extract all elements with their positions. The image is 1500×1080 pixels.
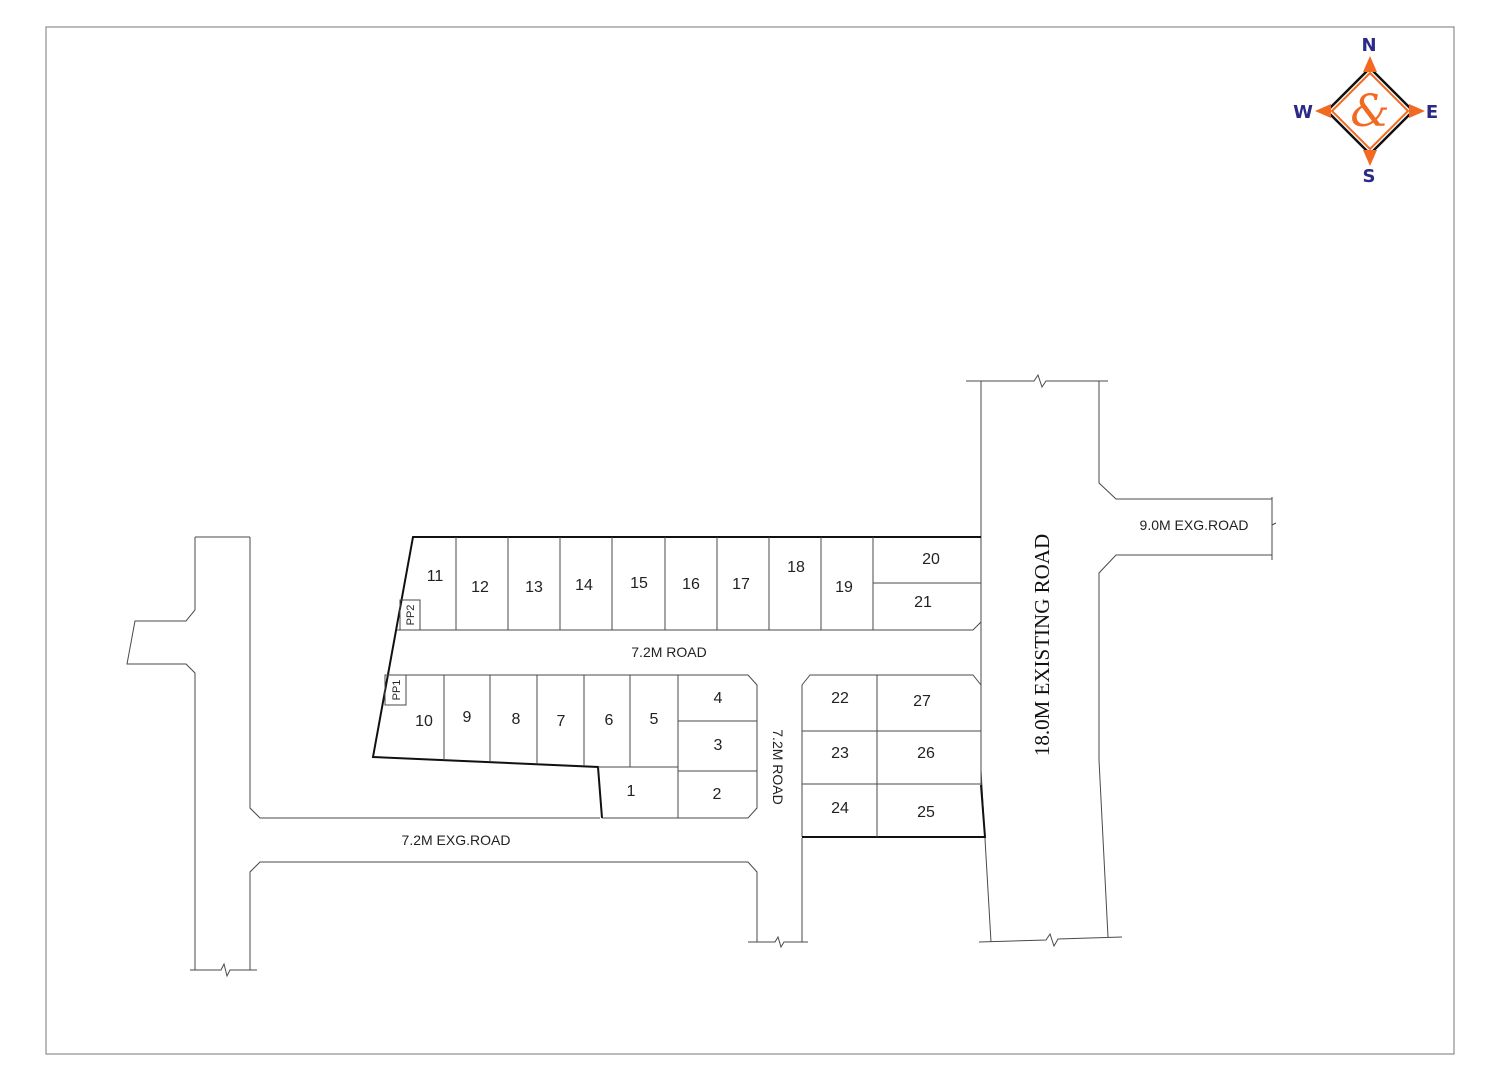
plot-14: 14: [575, 577, 593, 594]
plot-labels: 1 2 3 4 5 6 7 8 9 10 11 12 13 14 15 16 1…: [391, 551, 940, 821]
plot-5: 5: [650, 711, 659, 728]
plot-22: 22: [831, 690, 849, 707]
compass-east: E: [1426, 102, 1438, 123]
main-road-outline: [966, 373, 1277, 948]
road-label-internal-horizontal: 7.2M ROAD: [631, 644, 706, 660]
plot-24: 24: [831, 800, 849, 817]
middle-block: [384, 674, 758, 819]
park-pp2: PP2: [405, 605, 417, 626]
plot-3: 3: [714, 737, 723, 754]
park-pp1: PP1: [391, 680, 403, 701]
plot-12: 12: [471, 579, 489, 596]
plot-6: 6: [605, 712, 614, 729]
plot-13: 13: [525, 579, 543, 596]
east-block: [801, 674, 987, 838]
plot-9: 9: [463, 709, 472, 726]
north-arrow-icon: [1363, 56, 1377, 72]
compass-west: W: [1293, 102, 1313, 123]
drawing-border: [45, 26, 1455, 1055]
south-arrow-icon: [1363, 150, 1377, 166]
compass-rose: & N S E W: [1293, 35, 1438, 187]
plot-25: 25: [917, 804, 935, 821]
plot-26: 26: [917, 745, 935, 762]
road-label-main: 18.0M EXISTING ROAD: [1030, 534, 1054, 756]
plot-16: 16: [682, 576, 700, 593]
plot-10: 10: [415, 713, 433, 730]
plot-23: 23: [831, 745, 849, 762]
plot-15: 15: [630, 575, 648, 592]
plot-27: 27: [913, 693, 931, 710]
plot-18: 18: [787, 559, 805, 576]
plot-21: 21: [914, 594, 932, 611]
compass-south: S: [1363, 166, 1376, 187]
plot-4: 4: [714, 690, 723, 707]
road-labels: 7.2M ROAD 7.2M ROAD 7.2M EXG.ROAD 9.0M E…: [402, 517, 1249, 848]
plot-20: 20: [922, 551, 940, 568]
west-arrow-icon: [1315, 104, 1331, 118]
east-arrow-icon: [1409, 104, 1425, 118]
plot-17: 17: [732, 576, 750, 593]
road-label-internal-vertical: 7.2M ROAD: [770, 729, 786, 804]
road-label-existing-east: 9.0M EXG.ROAD: [1140, 517, 1249, 533]
north-block: [371, 536, 982, 819]
plot-7: 7: [557, 713, 566, 730]
logo-ampersand-icon: &: [1350, 86, 1389, 137]
west-road-outline: [126, 536, 808, 978]
compass-north: N: [1361, 35, 1376, 56]
road-label-existing-south: 7.2M EXG.ROAD: [402, 832, 511, 848]
plot-2: 2: [713, 786, 722, 803]
plot-11: 11: [427, 568, 444, 585]
plot-8: 8: [512, 711, 521, 728]
plot-19: 19: [835, 579, 853, 596]
plot-1: 1: [627, 783, 636, 800]
